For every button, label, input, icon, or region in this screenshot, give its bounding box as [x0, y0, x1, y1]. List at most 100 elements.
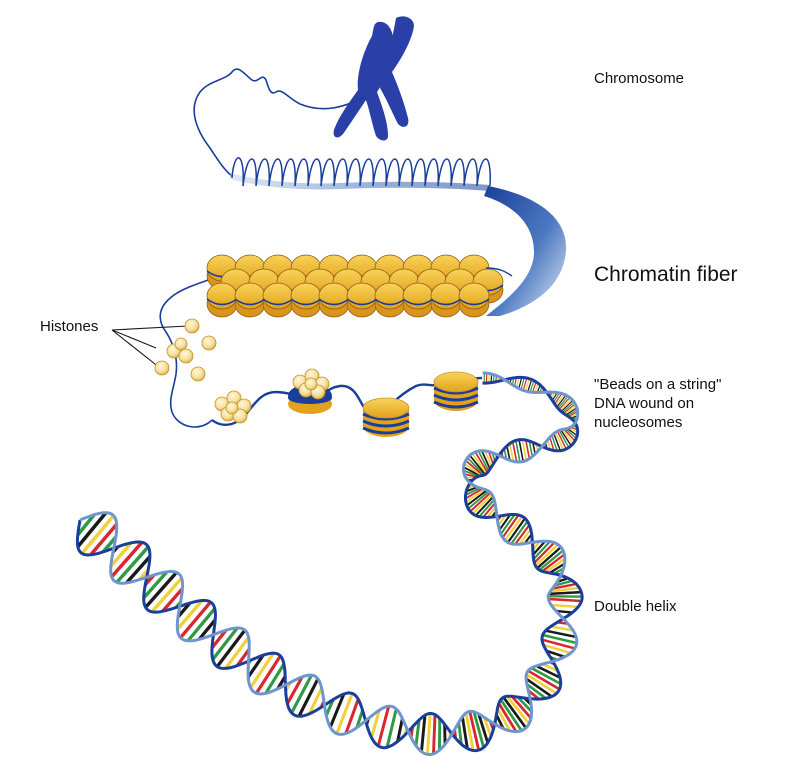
base-pair [559, 398, 572, 412]
base-pair [496, 707, 512, 732]
histones-label: Histones [40, 318, 99, 335]
base-pair [533, 541, 555, 564]
base-pair [463, 463, 483, 477]
base-pair [563, 428, 576, 442]
base-pair [463, 466, 481, 477]
chromosome-dna-strand [193, 68, 367, 177]
histones-pointer [111, 325, 189, 369]
base-pair [532, 442, 536, 455]
base-pair [553, 433, 562, 451]
base-pair [307, 687, 324, 715]
base-pair [498, 513, 512, 531]
base-pair [541, 553, 566, 573]
base-pair [510, 695, 532, 720]
base-pair [255, 655, 282, 695]
base-pair [532, 540, 546, 556]
base-pair [469, 491, 492, 513]
beads-on-string-label: "Beads on a string" DNA wound on nucleos… [594, 376, 722, 431]
base-pair [484, 450, 493, 468]
base-pair [487, 451, 494, 465]
base-pair [344, 698, 360, 735]
helix-strand-a [75, 375, 584, 753]
base-pair [565, 428, 577, 439]
base-pair [414, 719, 421, 746]
base-pair [518, 377, 523, 389]
base-pair [385, 708, 398, 748]
base-pair [486, 506, 497, 519]
base-pair [556, 430, 567, 450]
base-pair [550, 586, 580, 593]
base-pair [176, 599, 204, 631]
base-pair [474, 496, 494, 517]
base-pair [561, 429, 574, 444]
base-pair [478, 499, 495, 518]
base-pair [89, 523, 118, 556]
base-pair [506, 695, 531, 725]
base-pair [546, 649, 565, 659]
base-pair [555, 393, 565, 406]
base-pair [520, 377, 525, 390]
fiber-nucleosome [374, 282, 406, 318]
base-pair [465, 459, 484, 477]
base-pair [249, 652, 275, 689]
base-pair [246, 654, 265, 678]
fiber-nucleosome [472, 268, 504, 304]
base-pair [101, 536, 118, 553]
fiber-nucleosome [402, 282, 434, 318]
base-pair [557, 395, 569, 409]
base-pair [142, 570, 169, 600]
base-pair [463, 469, 480, 478]
base-pair [324, 698, 335, 717]
base-pair [235, 648, 251, 667]
base-pair [480, 450, 491, 470]
base-pair [518, 528, 532, 545]
fiber-nucleosome [290, 282, 322, 318]
base-pair [548, 590, 582, 596]
base-pair [472, 493, 493, 515]
base-pair [210, 629, 228, 649]
base-pair [76, 511, 108, 548]
base-pair [525, 673, 558, 695]
base-pair [555, 431, 565, 451]
base-pair [80, 514, 116, 555]
base-pair [566, 409, 578, 417]
fiber-nucleosome [262, 282, 294, 318]
base-pair [76, 513, 96, 537]
base-pair [516, 696, 533, 713]
base-pair [179, 600, 212, 639]
base-pair [482, 716, 493, 737]
base-pair [541, 638, 576, 650]
base-pair [558, 430, 570, 448]
base-pair [515, 440, 521, 463]
base-pair [560, 400, 574, 413]
base-pair [328, 693, 346, 728]
base-pair [501, 514, 520, 539]
base-pair [552, 582, 577, 590]
base-pair [497, 514, 507, 527]
base-pair [420, 715, 427, 752]
nucleosome-2 [288, 368, 332, 414]
base-pair [471, 452, 488, 475]
base-pair [297, 678, 320, 717]
base-pair [355, 709, 365, 729]
base-pair [551, 435, 558, 452]
base-pair [525, 439, 531, 459]
base-pair [534, 383, 539, 393]
base-pair [396, 718, 404, 742]
coiled-dna-region [229, 157, 491, 191]
beads-string-dna [211, 376, 483, 426]
base-pair [504, 515, 523, 542]
base-pair [215, 629, 247, 668]
base-pair [290, 674, 313, 714]
base-pair [506, 445, 511, 461]
free-histones [154, 318, 217, 382]
base-pair [528, 440, 534, 457]
base-pair [477, 450, 490, 472]
base-pair [376, 705, 391, 747]
fiber-nucleosome [206, 282, 238, 318]
fiber-nucleosome [346, 282, 378, 318]
double-helix [75, 371, 584, 756]
base-pair [554, 579, 573, 587]
base-pair [527, 379, 533, 392]
